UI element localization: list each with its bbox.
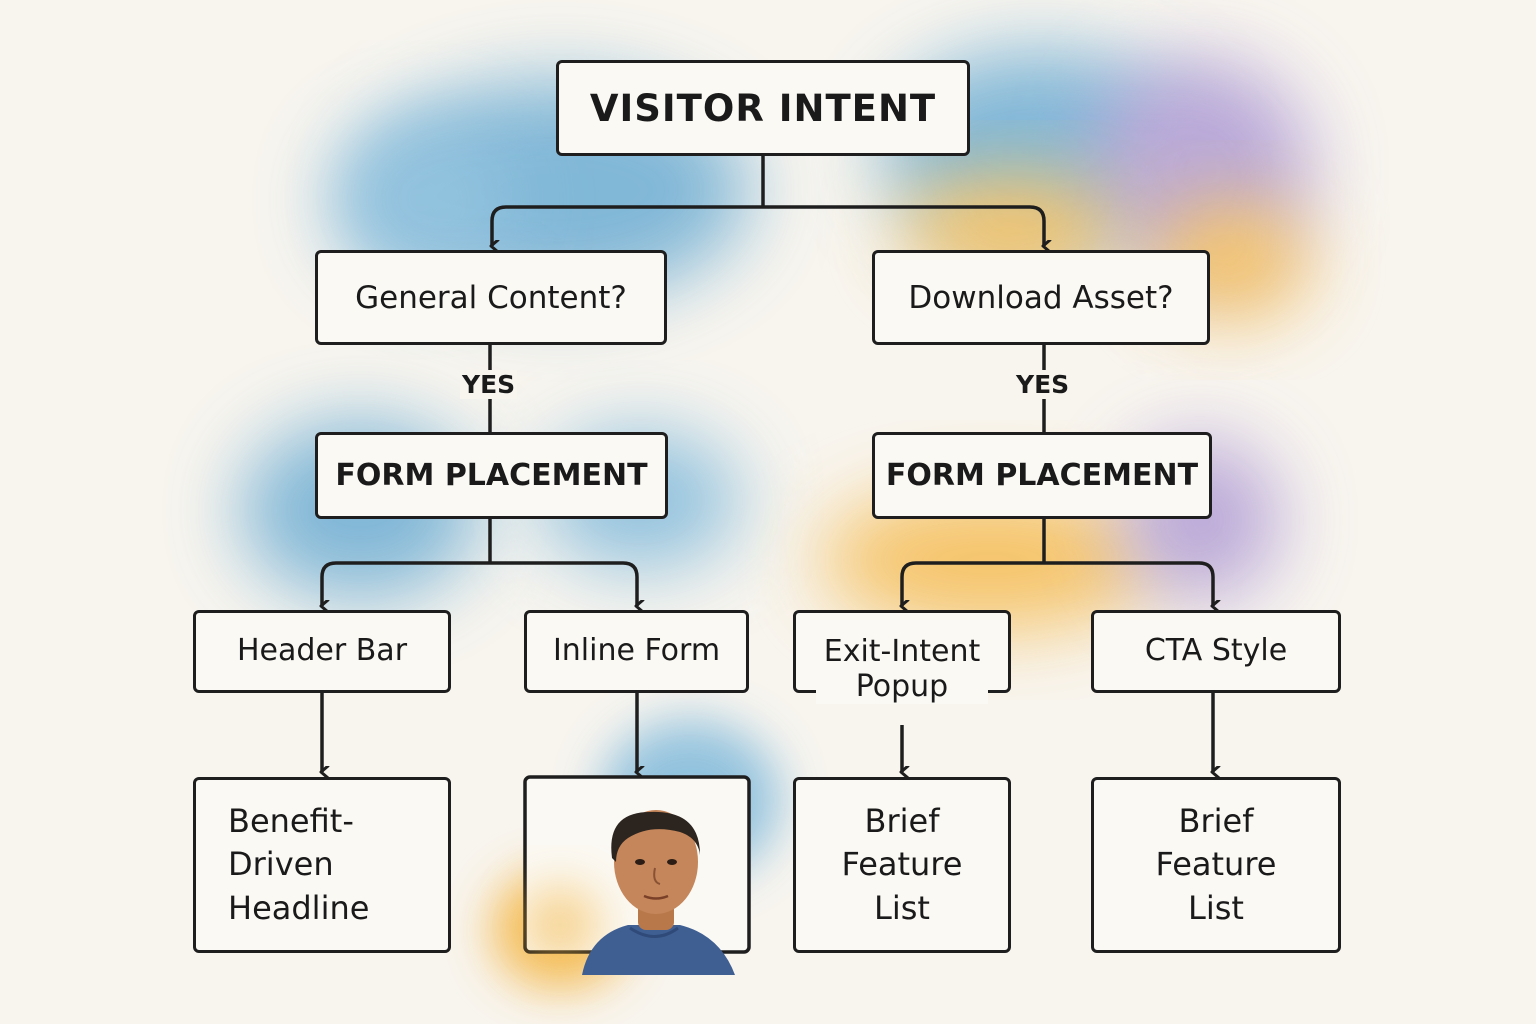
option-node-label: Header Bar [236, 633, 408, 669]
outcome-node-benefit-headline: Benefit- Driven Headline [193, 777, 451, 953]
option-node-exit-intent-popup: Exit-Intent Popup [793, 610, 1011, 704]
option-node-header-bar: Header Bar [193, 610, 451, 693]
connector-root-to-general [492, 205, 763, 246]
option-node-label: CTA Style [1144, 633, 1288, 669]
edge-label-yes-right: YES [1014, 370, 1072, 399]
placement-node-label: FORM PLACEMENT [335, 458, 648, 493]
connector-to-exit-intent [902, 561, 1044, 606]
question-node-download-asset: Download Asset? [872, 250, 1210, 345]
placement-node-label: FORM PLACEMENT [885, 458, 1199, 493]
placement-node-right: FORM PLACEMENT [872, 432, 1212, 519]
connector-to-header-bar [322, 561, 490, 606]
connector-root-to-download [763, 205, 1044, 246]
option-node-inline-form: Inline Form [524, 610, 749, 693]
edge-label-yes-left: YES [460, 370, 518, 399]
outcome-node-label: Brief Feature List [1155, 801, 1277, 927]
root-node-visitor-intent: VISITOR INTENT [556, 60, 970, 156]
placement-node-left: FORM PLACEMENT [315, 432, 668, 519]
outcome-node-label: Brief Feature List [841, 801, 963, 927]
option-node-label: Inline Form [552, 633, 721, 669]
person-portrait-icon [520, 810, 735, 975]
connector-to-cta-style [1044, 561, 1213, 606]
root-node-label: VISITOR INTENT [589, 86, 937, 130]
portrait-box [520, 775, 751, 975]
connector-to-inline-form [490, 561, 637, 606]
question-node-label: General Content? [355, 279, 627, 316]
outcome-node-brief-feature-list-1: Brief Feature List [793, 777, 1011, 953]
question-node-label: Download Asset? [908, 279, 1174, 316]
option-node-label: Exit-Intent Popup [815, 634, 989, 704]
question-node-general-content: General Content? [315, 250, 667, 345]
outcome-node-brief-feature-list-2: Brief Feature List [1091, 777, 1341, 953]
option-node-cta-style: CTA Style [1091, 610, 1341, 693]
outcome-node-label: Benefit- Driven Headline [228, 801, 370, 927]
